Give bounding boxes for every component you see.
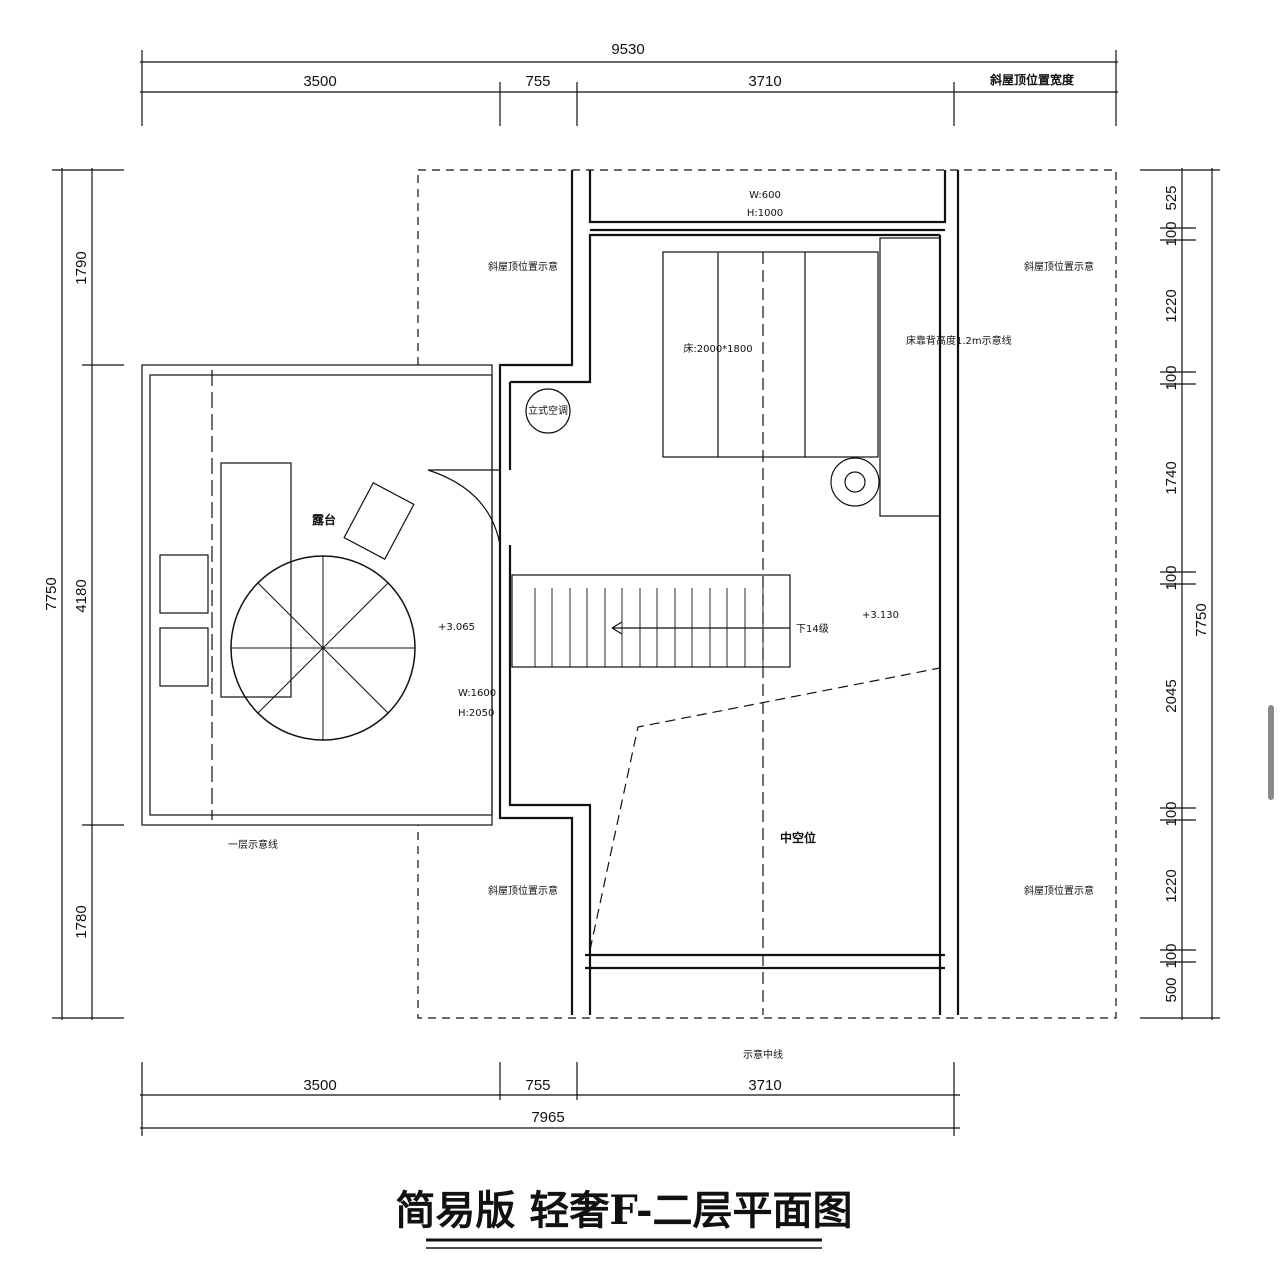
- roof-note-2: 斜屋顶位置示意: [1024, 260, 1094, 273]
- dim-left-total: 7750: [43, 577, 60, 610]
- roof-note-3: 斜屋顶位置示意: [488, 884, 558, 897]
- roof-note-1: 斜屋顶位置示意: [488, 260, 558, 273]
- dim-left-2: 4180: [73, 579, 90, 612]
- dim-right-4: 100: [1163, 365, 1180, 390]
- floor-level-label: +3.130: [862, 610, 899, 621]
- dim-right-7: 2045: [1163, 679, 1180, 712]
- ground-line-label: 一层示意线: [228, 838, 278, 851]
- dim-left-1: 1790: [73, 251, 90, 284]
- door-h-label: H:2050: [458, 708, 494, 719]
- dim-top-total: 9530: [611, 41, 644, 58]
- dim-top-3: 3710: [748, 73, 781, 90]
- dim-bottom-3: 3710: [748, 1077, 781, 1094]
- aircon-label: 立式空调: [528, 404, 568, 417]
- dim-right-2: 100: [1163, 221, 1180, 246]
- dim-top-2: 755: [525, 73, 550, 90]
- dim-right-8: 100: [1163, 801, 1180, 826]
- vertical-scrollbar[interactable]: [1268, 705, 1274, 800]
- dim-right-5: 1740: [1163, 461, 1180, 494]
- dim-right-10: 100: [1163, 943, 1180, 968]
- bed-note-label: 床靠背高度1.2m示意线: [906, 334, 1012, 347]
- stairs-label: 下14级: [796, 623, 829, 635]
- dim-right-3: 1220: [1163, 289, 1180, 322]
- dim-bottom-total: 7965: [531, 1109, 564, 1126]
- dim-right-6: 100: [1163, 565, 1180, 590]
- dim-left-3: 1780: [73, 905, 90, 938]
- dim-right-total: 7750: [1193, 603, 1210, 636]
- dim-top-1: 3500: [303, 73, 336, 90]
- door-w-label: W:1600: [458, 688, 496, 699]
- terrace-level-label: +3.065: [438, 622, 475, 633]
- center-line-label: 示意中线: [743, 1048, 783, 1061]
- void-label: 中空位: [780, 830, 816, 845]
- page-title: 简易版 轻奢F-二层平面图: [395, 1187, 852, 1234]
- dim-right-9: 1220: [1163, 869, 1180, 902]
- roof-note-4: 斜屋顶位置示意: [1024, 884, 1094, 897]
- dim-bottom-2: 755: [525, 1077, 550, 1094]
- window-h-label: H:1000: [747, 208, 783, 219]
- dim-right-1: 525: [1163, 185, 1180, 210]
- dim-bottom-1: 3500: [303, 1077, 336, 1094]
- terrace-label: 露台: [312, 512, 336, 527]
- dim-top-note: 斜屋顶位置宽度: [989, 72, 1075, 87]
- dim-right-11: 500: [1163, 977, 1180, 1002]
- bed-label: 床:2000*1800: [683, 342, 752, 355]
- window-w-label: W:600: [749, 190, 781, 201]
